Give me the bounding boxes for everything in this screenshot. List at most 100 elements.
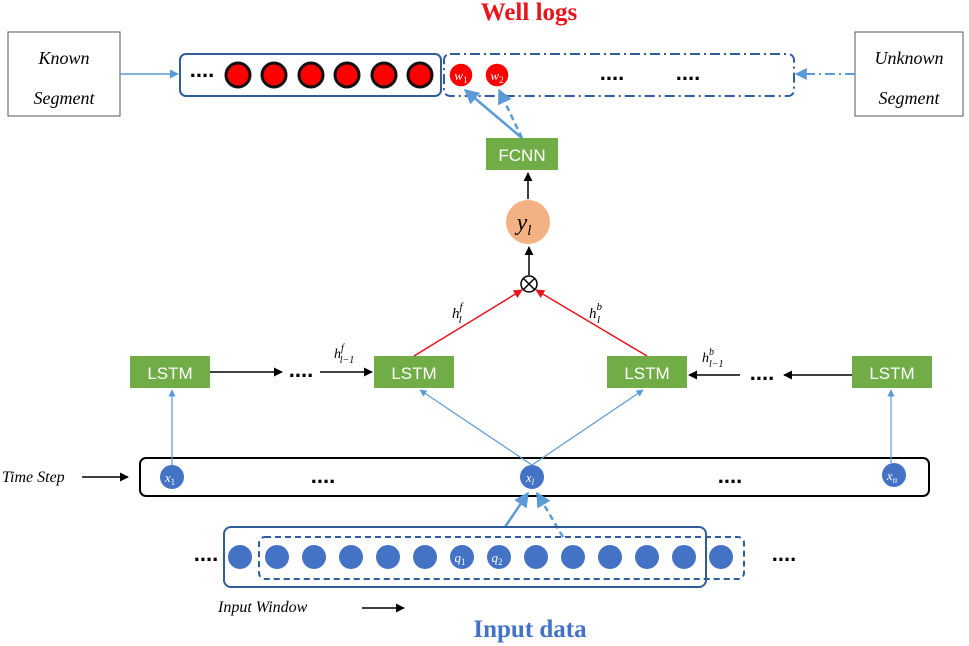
blue-dot: [709, 545, 733, 569]
blue-dot: [561, 545, 585, 569]
blue-dot: [376, 545, 400, 569]
h-backward-sub: l: [597, 314, 600, 326]
unknown-ellipsis-2: ....: [676, 60, 700, 85]
lstm-block-1: LSTM: [130, 356, 210, 388]
svg-text:x1: x1: [164, 470, 175, 487]
h-forward-base: h: [452, 306, 460, 322]
unknown-segment-line1: Unknown: [875, 48, 944, 68]
xn-base: x: [886, 468, 893, 483]
h-backward-base: h: [589, 306, 597, 322]
time-step-box: [139, 457, 930, 497]
time-step-ellipsis-2: ....: [718, 463, 742, 488]
unknown-segment-box: Unknown Segment: [854, 31, 964, 117]
w1-sub: 1: [463, 75, 468, 85]
window-to-xl-arrow: [503, 491, 530, 528]
h-backward-prev-sub: l−1: [709, 359, 724, 370]
w1-node: w1: [448, 62, 474, 88]
h-forward-sub: l: [459, 314, 462, 326]
fcnn-to-w2-arrow: [497, 88, 524, 139]
known-segment-line2: Segment: [34, 88, 96, 108]
lstm-label: LSTM: [147, 364, 192, 383]
x1-node: x1: [160, 465, 184, 489]
blue-dot: [265, 545, 289, 569]
h-forward-prev-base: h: [334, 347, 341, 362]
svg-text:q1: q1: [455, 550, 466, 567]
time-step-label: Time Step: [2, 469, 65, 486]
xl-to-lstm-backward-arrow: [531, 389, 644, 466]
lstm-block-n: LSTM: [852, 356, 932, 388]
w2-node: w2: [484, 62, 510, 88]
h-backward-prev-sup: b: [709, 347, 714, 358]
known-segment-line1: Known: [37, 48, 89, 68]
lstm-block-backward: LSTM: [607, 356, 687, 388]
window-shifted-to-xl-arrow: [535, 491, 565, 538]
h-forward-prev-sub: l−1: [340, 355, 355, 366]
fcnn-to-w1-arrow: [463, 89, 523, 139]
unknown-ellipsis-1: ....: [600, 60, 624, 85]
forward-chain-ellipsis: ....: [289, 357, 313, 382]
blue-dot: [302, 545, 326, 569]
lstm-label: LSTM: [869, 364, 914, 383]
combine-operator: [520, 275, 538, 293]
q2-node: q2: [487, 545, 511, 569]
svg-text:q2: q2: [492, 550, 503, 567]
xl-to-lstm-forward-arrow: [419, 389, 533, 466]
red-dot: [260, 61, 288, 89]
y-base: y: [515, 210, 528, 236]
lstm-label: LSTM: [624, 364, 669, 383]
input-blue-dots: [228, 545, 733, 569]
h-backward-sup: b: [597, 301, 603, 313]
backward-hidden-line: [535, 289, 648, 357]
h-forward-sup: f: [460, 301, 465, 313]
blue-dot: [672, 545, 696, 569]
input-window-box: [223, 526, 707, 588]
lstm-label: LSTM: [391, 364, 436, 383]
input-ellipsis-right: ....: [772, 541, 796, 566]
svg-text:w2: w2: [490, 68, 503, 85]
known-sequence-box: [179, 53, 442, 97]
w1-base: w: [454, 68, 463, 83]
backward-chain-ellipsis: ....: [750, 360, 774, 385]
blue-dot: [339, 545, 363, 569]
xn-sub: n: [893, 475, 898, 485]
red-dot: [370, 61, 398, 89]
input-data-title: Input data: [473, 616, 587, 643]
svg-text:xn: xn: [886, 468, 898, 485]
x1-sub: 1: [171, 477, 176, 487]
q2-sub: 2: [498, 557, 503, 567]
blue-dot: [228, 545, 252, 569]
input-ellipsis-left: ....: [194, 541, 218, 566]
red-dot: [224, 61, 252, 89]
y-sub: l: [527, 223, 531, 239]
red-dot: [406, 61, 434, 89]
xl-base: x: [525, 470, 532, 485]
h-backward-prev-base: h: [702, 351, 709, 366]
xl-sub: l: [532, 477, 535, 487]
svg-text:yl: yl: [515, 210, 532, 239]
time-step-ellipsis-1: ....: [311, 463, 335, 488]
fcnn-label: FCNN: [498, 146, 545, 165]
y-output-node: yl: [506, 200, 550, 244]
svg-text:w1: w1: [454, 68, 467, 85]
forward-hidden-line: [413, 289, 523, 357]
blue-dot: [413, 545, 437, 569]
well-logs-title: Well logs: [481, 0, 578, 26]
h-forward-prev-sup: f: [341, 343, 345, 354]
known-red-dots: [224, 61, 434, 89]
xl-node: xl: [520, 465, 544, 489]
blue-dot: [524, 545, 548, 569]
xn-node: xn: [882, 463, 906, 487]
blue-dot: [635, 545, 659, 569]
q1-sub: 1: [461, 557, 466, 567]
q1-base: q: [455, 550, 462, 565]
x1-base: x: [164, 470, 171, 485]
w2-base: w: [490, 68, 499, 83]
fcnn-block: FCNN: [486, 138, 558, 170]
known-sequence-ellipsis: ....: [190, 57, 214, 82]
red-dot: [297, 61, 325, 89]
